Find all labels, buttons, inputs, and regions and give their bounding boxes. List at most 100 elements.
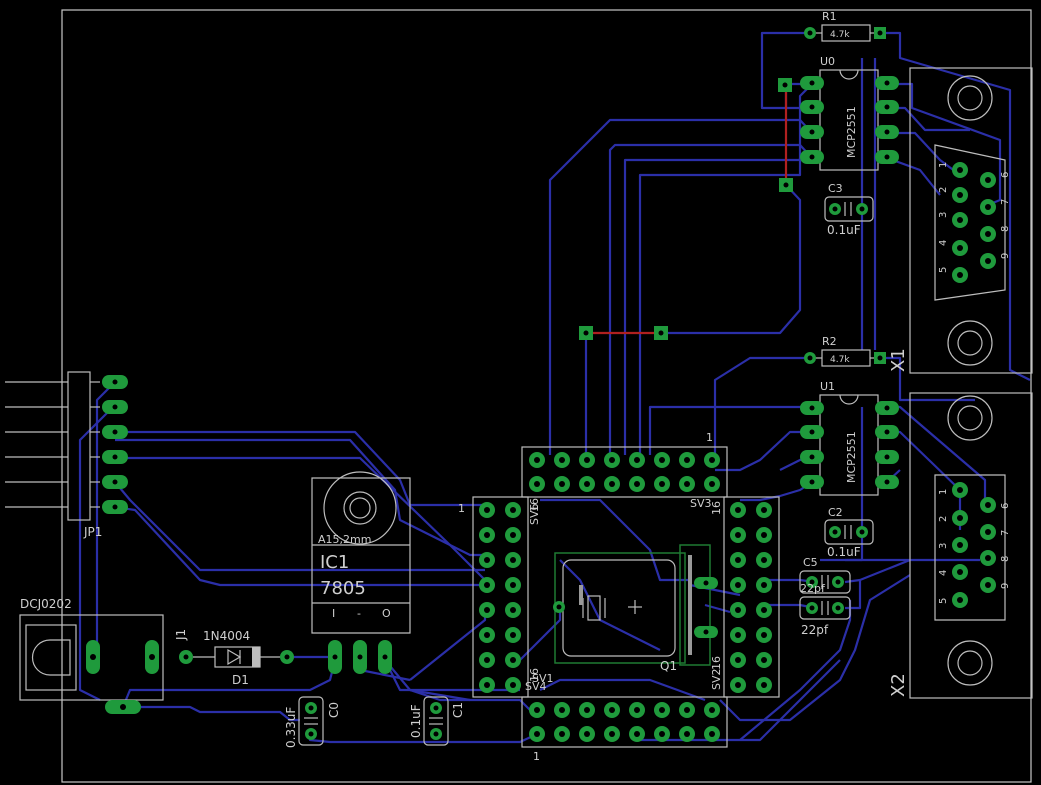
- pad-top-a-hole: [684, 457, 690, 463]
- pad-bottom-b-hole: [659, 731, 665, 737]
- sv4-label: SV4: [525, 680, 547, 693]
- x2-pin2: 2: [938, 516, 949, 522]
- q1-label: Q1: [660, 659, 677, 673]
- pad-right-b-hole: [761, 582, 767, 588]
- ic1-pin-i: I: [332, 607, 335, 620]
- board-outline: [61, 9, 1032, 783]
- x1-pin2: 2: [938, 187, 949, 193]
- pad-right-a-hole: [735, 657, 741, 663]
- pad-bottom-b-hole: [709, 731, 715, 737]
- header-left-pin1: 1: [458, 502, 465, 515]
- pad-left-b-hole: [510, 682, 516, 688]
- header-pads: [479, 452, 772, 742]
- c0-value: 0.33uF: [284, 707, 298, 748]
- ic1-package: A15,2mm: [318, 533, 371, 546]
- pad-left-a-hole: [484, 632, 490, 638]
- pad-left-b-hole: [510, 582, 516, 588]
- power-jack-dcj0202: DCJ0202 J1: [19, 597, 188, 714]
- capacitor-c1: 0.1uF C1: [409, 696, 465, 746]
- sv4-pin16: 16: [528, 668, 541, 682]
- pad-left-a-hole: [484, 607, 490, 613]
- u1-part: MCP2551: [845, 431, 858, 483]
- pad-top-a-hole: [584, 457, 590, 463]
- dcj-label: DCJ0202: [20, 597, 72, 611]
- db9-connector-x1: 1 2 3 4 5 6 7 8 9 X1: [888, 67, 1033, 374]
- x2-pin3: 3: [938, 543, 949, 549]
- header-bottom-pin1: 1: [533, 750, 540, 763]
- pad-bottom-b-hole: [684, 731, 690, 737]
- diode-d1: 1N4004 D1: [179, 629, 294, 687]
- c3-value: 0.1uF: [827, 223, 861, 237]
- resistor-r2: R2 4.7k: [804, 335, 886, 367]
- pad-bottom-a-hole: [684, 707, 690, 713]
- pad-right-b-hole: [761, 507, 767, 513]
- x2-pin1: 1: [938, 489, 949, 495]
- x1-pin9: 9: [1000, 253, 1011, 259]
- regulator-ic1-7805: A15,2mm IC1 7805 I - O: [311, 471, 411, 674]
- pad-top-b-hole: [534, 481, 540, 487]
- pad-bottom-b-hole: [584, 731, 590, 737]
- capacitor-c0: 0.33uF C0: [284, 696, 341, 748]
- pad-bottom-a-hole: [584, 707, 590, 713]
- r1-label: R1: [822, 10, 837, 23]
- c1-value: 0.1uF: [409, 704, 423, 738]
- x1-label: X1: [888, 348, 909, 372]
- pad-top-a-hole: [709, 457, 715, 463]
- x2-pin4: 4: [938, 570, 949, 576]
- r1-value: 4.7k: [830, 30, 850, 40]
- x1-pin5: 5: [938, 267, 949, 273]
- top-traces: [586, 84, 788, 335]
- pad-bottom-a-hole: [659, 707, 665, 713]
- c4-value: 22pf: [800, 582, 826, 595]
- pad-bottom-b-hole: [559, 731, 565, 737]
- pad-top-a-hole: [659, 457, 665, 463]
- ic-u0-mcp2551: U0 MCP2551: [800, 55, 899, 171]
- sv3-label: SV3: [690, 497, 712, 510]
- crystal-area: [553, 552, 686, 664]
- x1-pin1: 1: [938, 162, 949, 168]
- x1-pin6: 6: [1000, 172, 1011, 178]
- header-jp1: JP1: [5, 371, 128, 539]
- pad-top-b-hole: [559, 481, 565, 487]
- x2-pin7: 7: [1000, 530, 1011, 536]
- x2-pin8: 8: [1000, 556, 1011, 562]
- pad-left-a-hole: [484, 507, 490, 513]
- header-top-2x8: 1: [521, 431, 728, 498]
- pad-right-b-hole: [761, 682, 767, 688]
- pad-left-a-hole: [484, 557, 490, 563]
- x1-pin8: 8: [1000, 226, 1011, 232]
- capacitor-c2: C2 0.1uF: [824, 506, 874, 559]
- ic-u1-mcp2551: U1 MCP2551: [800, 380, 899, 496]
- pad-bottom-a-hole: [534, 707, 540, 713]
- ic1-label: IC1: [320, 552, 349, 573]
- u0-part: MCP2551: [845, 106, 858, 158]
- pad-right-a-hole: [735, 607, 741, 613]
- x2-pin9: 9: [1000, 583, 1011, 589]
- pad-right-b-hole: [761, 657, 767, 663]
- pad-top-b-hole: [634, 481, 640, 487]
- header-right-2x8: SV3 16 SV2 16: [690, 496, 780, 698]
- pad-bottom-b-hole: [534, 731, 540, 737]
- pad-left-b-hole: [510, 532, 516, 538]
- pad-top-a-hole: [559, 457, 565, 463]
- sv6-label: SV6: [528, 503, 541, 525]
- capacitor-c3: C3 0.1uF: [824, 182, 874, 237]
- pad-right-a-hole: [735, 507, 741, 513]
- pad-bottom-b-hole: [609, 731, 615, 737]
- pad-top-b-hole: [709, 481, 715, 487]
- pad-right-a-hole: [735, 632, 741, 638]
- r2-label: R2: [822, 335, 837, 348]
- pad-top-b-hole: [684, 481, 690, 487]
- r2-value: 4.7k: [830, 355, 850, 365]
- pad-right-b-hole: [761, 532, 767, 538]
- c3-label: C3: [828, 182, 843, 195]
- pad-left-b-hole: [510, 657, 516, 663]
- u0-label: U0: [820, 55, 835, 68]
- pad-right-b-hole: [761, 607, 767, 613]
- ic1-pin-g: -: [357, 607, 361, 620]
- pad-bottom-a-hole: [559, 707, 565, 713]
- j1-label: J1: [174, 629, 188, 641]
- pad-left-b-hole: [510, 607, 516, 613]
- ic1-part: 7805: [320, 578, 366, 599]
- resistor-r1: R1 4.7k: [804, 10, 886, 42]
